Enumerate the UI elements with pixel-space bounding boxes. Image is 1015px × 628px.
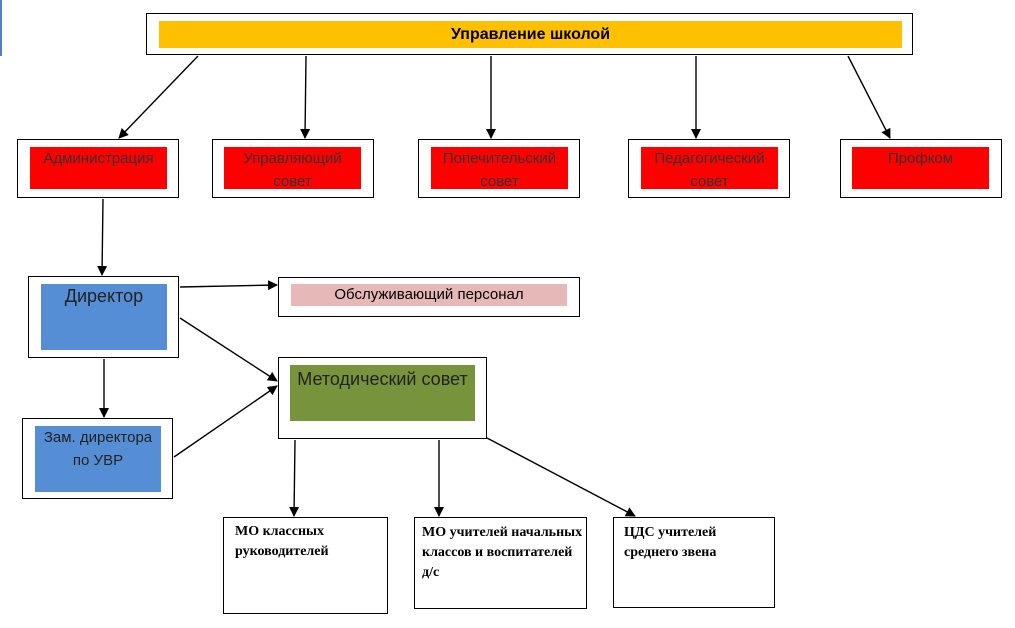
arrow-director-to-service-staff bbox=[179, 280, 278, 291]
school-management-node: Управление школой bbox=[146, 13, 913, 55]
service-staff-label: Обслуживающий персонал bbox=[291, 284, 567, 306]
deputy-director-node: Зам. директора по УВР bbox=[22, 418, 173, 499]
deputy-director-label: Зам. директора по УВР bbox=[35, 426, 161, 492]
board-of-trustees-label: Попечительский совет bbox=[431, 147, 568, 190]
middle-teachers-cds-node: ЦДС учителей среднего звена bbox=[613, 517, 775, 608]
service-staff-node: Обслуживающий персонал bbox=[278, 277, 580, 317]
methodical-council-label: Методический совет bbox=[290, 365, 475, 421]
pedagogical-council-node: Педагогический совет bbox=[628, 139, 790, 198]
pedagogical-council-label: Педагогический совет bbox=[641, 147, 778, 190]
director-label: Директор bbox=[41, 284, 167, 350]
arrow-methodical-to-middle-teachers bbox=[486, 437, 636, 517]
arrow-director-to-methodical bbox=[179, 317, 278, 382]
arrow-management-to-trade-union bbox=[847, 55, 891, 139]
left-edge-accent bbox=[0, 0, 2, 56]
primary-teachers-mo-node: МО учителей начальных классов и воспитат… bbox=[414, 517, 587, 609]
governing-council-label: Управляющий совет bbox=[224, 147, 361, 190]
board-of-trustees-node: Попечительский совет bbox=[418, 139, 580, 198]
class-teachers-mo-node: МО классных руководителей bbox=[223, 517, 388, 614]
class-teachers-mo-label: МО классных руководителей bbox=[235, 524, 329, 559]
trade-union-label: Профком bbox=[852, 147, 989, 189]
middle-teachers-cds-label: ЦДС учителей среднего звена bbox=[624, 525, 717, 560]
administration-node: Администрация bbox=[17, 139, 179, 198]
arrow-administration-to-director bbox=[97, 198, 108, 276]
primary-teachers-mo-label: МО учителей начальных классов и воспитат… bbox=[422, 525, 583, 580]
methodical-council-node: Методический совет bbox=[278, 357, 487, 439]
trade-union-node: Профком bbox=[840, 139, 1002, 198]
director-node: Директор bbox=[28, 276, 179, 358]
arrow-methodical-to-class-teachers bbox=[289, 439, 300, 517]
arrow-management-to-administration bbox=[118, 55, 199, 139]
administration-label: Администрация bbox=[30, 147, 167, 189]
arrow-management-to-governing-council bbox=[300, 55, 311, 139]
governing-council-node: Управляющий совет bbox=[212, 139, 374, 198]
arrow-deputy-to-methodical bbox=[173, 385, 278, 458]
school-management-label: Управление школой bbox=[159, 21, 902, 48]
